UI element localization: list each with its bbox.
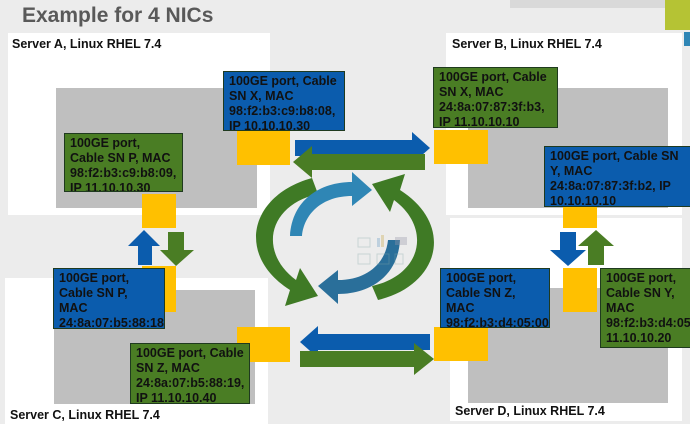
server-b-label: Server B, Linux RHEL 7.4	[452, 37, 602, 51]
nic-c-blue: 100GE port, Cable SN P, MAC 24:8a:07:b5:…	[53, 268, 165, 329]
ring-blue-bottom	[318, 240, 400, 304]
arrow-d-to-b-green	[578, 230, 614, 265]
decor-strip	[510, 0, 665, 8]
nic-d-green: 100GE port, Cable SN Y, MAC 98:f2:b3:d4:…	[600, 268, 690, 348]
arrow-a-to-c-green	[160, 232, 194, 266]
arrow-c-to-a-blue	[128, 230, 160, 265]
server-a-label: Server A, Linux RHEL 7.4	[12, 37, 162, 51]
port-b-green	[434, 130, 488, 164]
decor-blue	[684, 32, 690, 46]
nic-c-green: 100GE port, Cable SN Z, MAC 24:8a:07:b5:…	[130, 343, 250, 404]
port-a-blue	[237, 131, 290, 165]
decor-olive	[665, 0, 690, 30]
nic-a-green: 100GE port, Cable SN P, MAC 98:f2:b3:c9:…	[64, 133, 183, 192]
nic-b-blue: 100GE port, Cable SN Y, MAC 24:8a:07:87:…	[544, 146, 690, 207]
port-d-green	[563, 268, 597, 312]
arrow-d-to-c-blue	[300, 326, 430, 358]
faded-icons	[357, 235, 407, 265]
nic-b-green: 100GE port, Cable SN X, MAC 24:8a:07:87:…	[433, 67, 558, 128]
port-d-blue	[434, 327, 488, 361]
server-d-label: Server D, Linux RHEL 7.4	[455, 404, 605, 418]
ring-blue-top	[290, 172, 372, 236]
port-b-blue	[563, 206, 597, 228]
ring-green-left	[256, 178, 318, 306]
port-a-green	[142, 194, 176, 228]
arrow-b-to-d-blue	[550, 232, 586, 266]
arrow-b-to-a-green	[293, 146, 425, 178]
nic-a-blue: 100GE port, Cable SN X, MAC 98:f2:b3:c9:…	[223, 71, 345, 131]
slide-title: Example for 4 NICs	[22, 4, 214, 27]
nic-d-blue: 100GE port, Cable SN Z, MAC 98:f2:b3:d4:…	[440, 268, 550, 328]
ring-green-right	[372, 174, 434, 300]
arrow-c-to-d-green	[300, 343, 434, 375]
server-c-label: Server C, Linux RHEL 7.4	[10, 408, 160, 422]
